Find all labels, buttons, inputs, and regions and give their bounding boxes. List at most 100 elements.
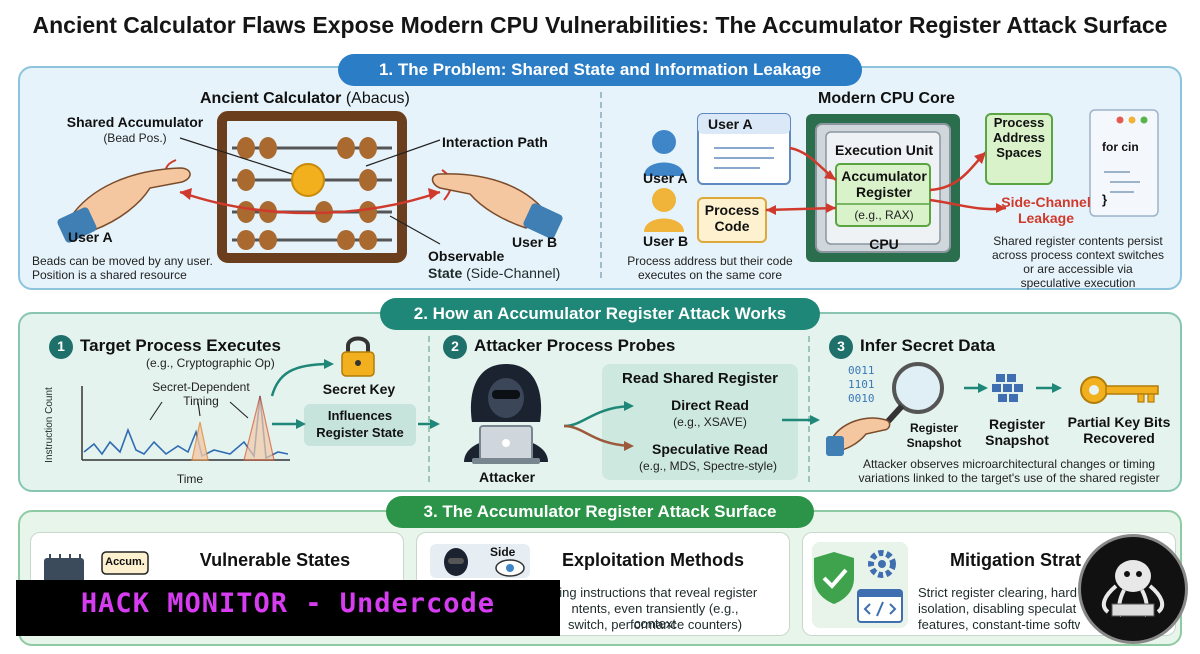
mitigation-title: Mitigation Strat <box>950 550 1081 570</box>
step-1-arrows <box>270 359 440 429</box>
secret-dependent-label: Secret-Dependent <box>152 380 250 394</box>
bead-position-label: (Bead Pos.) <box>103 131 167 145</box>
observable-state-label: State (Side-Channel) <box>428 265 561 281</box>
partial-key-bits-label: Partial Key Bits <box>1067 414 1171 430</box>
step-1-number: 1 <box>57 338 65 354</box>
process-code-label: Process Code <box>704 202 760 234</box>
user-a-abacus-label: User A <box>68 229 113 245</box>
abacus-illustration <box>57 111 563 263</box>
observable-label: Observable <box>428 248 505 264</box>
code-brace: } <box>1102 192 1108 207</box>
secret-key-label: Secret Key <box>322 381 396 397</box>
step-1-number-icon <box>49 335 73 359</box>
user-a-process-box-label: User A <box>708 116 753 132</box>
exploitation-line-3: switch, performance counters) <box>567 617 743 632</box>
step-2-number-icon <box>443 335 467 359</box>
xsave-label: (e.g., XSAVE) <box>673 415 747 429</box>
section-1-heading: 1. The Problem: Shared State and Informa… <box>338 54 862 86</box>
code-line: for cin <box>1102 140 1139 154</box>
mds-label: (e.g., MDS, Spectre-style) <box>638 459 778 473</box>
cpu-note-right-3: or are accessible via <box>1023 262 1133 276</box>
section-3-heading: 3. The Accumulator Register Attack Surfa… <box>386 496 814 528</box>
speculative-read-label: Speculative Read <box>652 441 768 457</box>
snapshot-cubes-icon <box>964 374 1062 402</box>
magnifier-hand-icon <box>826 362 944 456</box>
execution-unit-label: Execution Unit <box>834 142 933 158</box>
abacus-note-2: Position is a shared resource <box>32 268 187 282</box>
register-snapshot-2-line1: Register <box>988 416 1046 432</box>
cpu-note-left-1: Process address but their code <box>627 254 793 268</box>
leakage-label: Leakage <box>1017 210 1075 226</box>
section-attack-panel <box>18 312 1182 492</box>
step-2-title: Attacker Process Probes <box>474 336 676 355</box>
register-state-label: Register State <box>316 425 404 440</box>
section-1-divider <box>600 92 602 278</box>
register-snapshot-1-line2: Snapshot <box>906 436 962 450</box>
recovered-label: Recovered <box>1083 430 1155 446</box>
accum-tag: Accum. <box>105 556 145 568</box>
step-1-title: Target Process Executes <box>80 336 281 355</box>
interaction-path-label: Interaction Path <box>442 134 548 150</box>
cpu-note-left-2: executes on the same core <box>637 268 783 282</box>
user-b-cpu-label: User B <box>643 233 689 249</box>
page-title: Ancient Calculator Flaws Expose Modern C… <box>32 12 1168 38</box>
chart-y-label: Instruction Count <box>44 387 55 463</box>
step-3-note-2: variations linked to the target's use of… <box>858 471 1160 485</box>
exploitation-line-2: ntents, even transiently (e.g., context <box>571 601 739 631</box>
process-address-spaces-label: Process Address Spaces <box>992 115 1046 160</box>
side-tag: Side <box>490 545 516 559</box>
register-snapshot-1-line1: Register <box>909 421 959 435</box>
vulnerable-states-title: Vulnerable States <box>199 550 351 570</box>
rax-label: (e.g., RAX) <box>854 208 914 222</box>
cpu-note-right-1: Shared register contents persist <box>993 234 1163 248</box>
timing-chart <box>81 386 290 461</box>
lock-icon <box>341 336 375 377</box>
chip-icon <box>44 551 149 584</box>
shield-gear-code-icon <box>812 542 908 628</box>
mitigation-line-3: features, constant-time softw <box>918 617 1080 632</box>
watermark-banner <box>16 580 560 636</box>
attacker-hacker-icon <box>464 364 548 464</box>
cpu-note-right-4: speculative execution <box>1020 276 1136 290</box>
step-3-number-icon <box>829 335 853 359</box>
side-channel-eye-icon <box>430 544 530 578</box>
binary-bits: 0011 1101 0010 <box>848 364 875 405</box>
section-2-divider-1 <box>428 336 430 482</box>
register-snapshot-2-line2: Snapshot <box>985 432 1049 448</box>
step-2-number: 2 <box>451 338 459 354</box>
abacus-title: Ancient Calculator (Abacus) <box>200 90 410 107</box>
cpu-note-right-2: across process context switches <box>991 248 1165 262</box>
exploitation-line-1: sing instructions that reveal register <box>552 585 758 600</box>
side-channel-label: Side-Channel <box>1001 194 1091 210</box>
cpu-core-illustration <box>644 109 1159 262</box>
step-2-to-3-arrow <box>782 415 820 425</box>
cpu-label: CPU <box>869 236 899 252</box>
chart-x-label: Time <box>176 472 204 486</box>
cpu-core-title: Modern CPU Core <box>818 90 955 107</box>
influences-label: Influences <box>327 408 393 423</box>
key-icon <box>1080 376 1159 404</box>
mitigation-line-2: isolation, disabling speculat <box>918 601 1077 616</box>
shared-accumulator-label: Shared Accumulator <box>66 114 204 130</box>
watermark-banner-text: HACK MONITOR - Undercode <box>80 588 496 619</box>
user-b-abacus-label: User B <box>512 234 558 250</box>
section-2-divider-2 <box>808 336 810 482</box>
user-a-cpu-label: User A <box>643 170 688 186</box>
octopus-logo-icon <box>1101 560 1165 618</box>
step-3-number: 3 <box>837 338 845 354</box>
abacus-note-1: Beads can be moved by any user. <box>32 254 213 268</box>
direct-read-label: Direct Read <box>671 397 749 413</box>
accumulator-register-label: Accumulator Register <box>841 168 927 200</box>
timing-label: Timing <box>183 394 219 408</box>
read-shared-register-label: Read Shared Register <box>622 370 778 387</box>
step-3-title: Infer Secret Data <box>860 336 996 355</box>
exploitation-methods-title: Exploitation Methods <box>562 550 744 570</box>
step-1-sub: (e.g., Cryptographic Op) <box>146 356 275 370</box>
read-shared-register-box <box>602 364 798 480</box>
attacker-label: Attacker <box>478 469 536 485</box>
influences-box <box>304 404 416 446</box>
step-2-arrows <box>563 401 634 451</box>
step-3-note-1: Attacker observes microarchitectural cha… <box>862 457 1156 471</box>
section-2-heading: 2. How an Accumulator Register Attack Wo… <box>380 298 820 330</box>
mitigation-line-1: Strict register clearing, hard <box>918 585 1077 600</box>
